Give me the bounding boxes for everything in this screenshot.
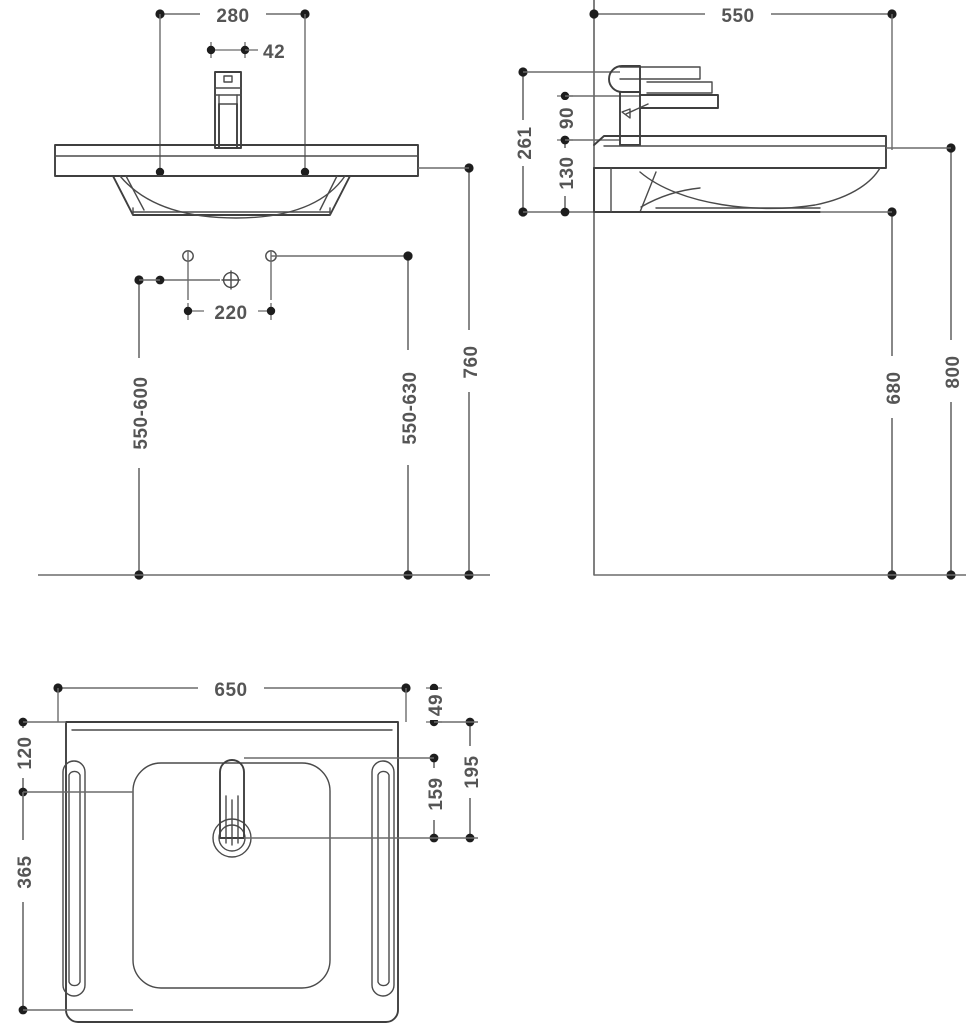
- dimension-label-90: 90: [557, 107, 578, 129]
- dimension-label-261: 261: [515, 126, 536, 159]
- dimension-130: 130: [554, 135, 620, 217]
- dimension-label-800: 800: [943, 355, 964, 388]
- dimension-label-550-600: 550-600: [131, 376, 152, 449]
- plan-view: 650 49: [14, 677, 483, 1023]
- dimension-120: 120: [14, 717, 133, 797]
- dim-node: [300, 167, 310, 177]
- dimension-261: 261: [512, 67, 620, 217]
- basin-front-elevation: [54, 144, 419, 219]
- dimension-800: 800: [886, 143, 964, 580]
- dim-arrow-dot: [183, 306, 193, 316]
- dimension-label-120: 120: [15, 736, 36, 769]
- dimension-760: 760: [418, 163, 482, 580]
- dimension-label-159: 159: [426, 777, 447, 810]
- front-elevation-view: 280 42: [38, 3, 490, 580]
- dimension-label-680: 680: [884, 371, 905, 404]
- dimension-42: 42: [206, 42, 285, 63]
- dimension-365: 365: [14, 792, 133, 1015]
- side-elevation-view: 550 261 90: [512, 0, 966, 580]
- dimension-label-550: 550: [721, 6, 754, 27]
- dimension-280: 280: [155, 3, 310, 177]
- dimension-195: 195: [434, 717, 483, 843]
- dimension-650: 650: [53, 677, 411, 722]
- dim-arrow-dot: [887, 9, 897, 19]
- faucet-side-elevation: [608, 65, 719, 146]
- dim-arrow-dot: [403, 251, 413, 261]
- grab-slot-left: [62, 760, 86, 997]
- dimension-550-630: 550-630: [397, 251, 421, 580]
- dimension-label-760: 760: [461, 345, 482, 378]
- dimension-label-220: 220: [214, 303, 247, 324]
- dim-arrow-dot: [266, 306, 276, 316]
- dimension-159: 159: [244, 753, 447, 843]
- dimension-label-195: 195: [462, 755, 483, 788]
- faucet-front-elevation: [214, 71, 242, 149]
- dim-node: [155, 167, 165, 177]
- dimension-550-600: 550-600: [128, 275, 160, 580]
- dimension-label-365: 365: [15, 855, 36, 888]
- dimension-49: 49: [425, 683, 447, 727]
- drain-crosshair-icon: [221, 270, 241, 290]
- dim-arrow-dot: [560, 207, 570, 217]
- basin-side-elevation: [593, 135, 887, 213]
- dimension-label-550-630: 550-630: [400, 371, 421, 444]
- supply-drain-detail: 220: [155, 250, 413, 324]
- dimension-label-42: 42: [263, 42, 285, 63]
- dim-arrow-dot: [589, 9, 599, 19]
- dimension-550: 550: [589, 3, 897, 150]
- grab-slot-right: [371, 760, 395, 997]
- dimension-label-49: 49: [426, 694, 447, 716]
- dimension-label-650: 650: [214, 680, 247, 701]
- dim-arrow-dot: [155, 9, 165, 19]
- dimension-90: 90: [556, 91, 640, 145]
- dimension-label-130: 130: [557, 156, 578, 189]
- dim-arrow-dot: [206, 45, 216, 55]
- dim-arrow-dot: [300, 9, 310, 19]
- basin-plan: [62, 721, 399, 1023]
- dimension-label-280: 280: [216, 6, 249, 27]
- dimension-220: 220: [183, 300, 276, 324]
